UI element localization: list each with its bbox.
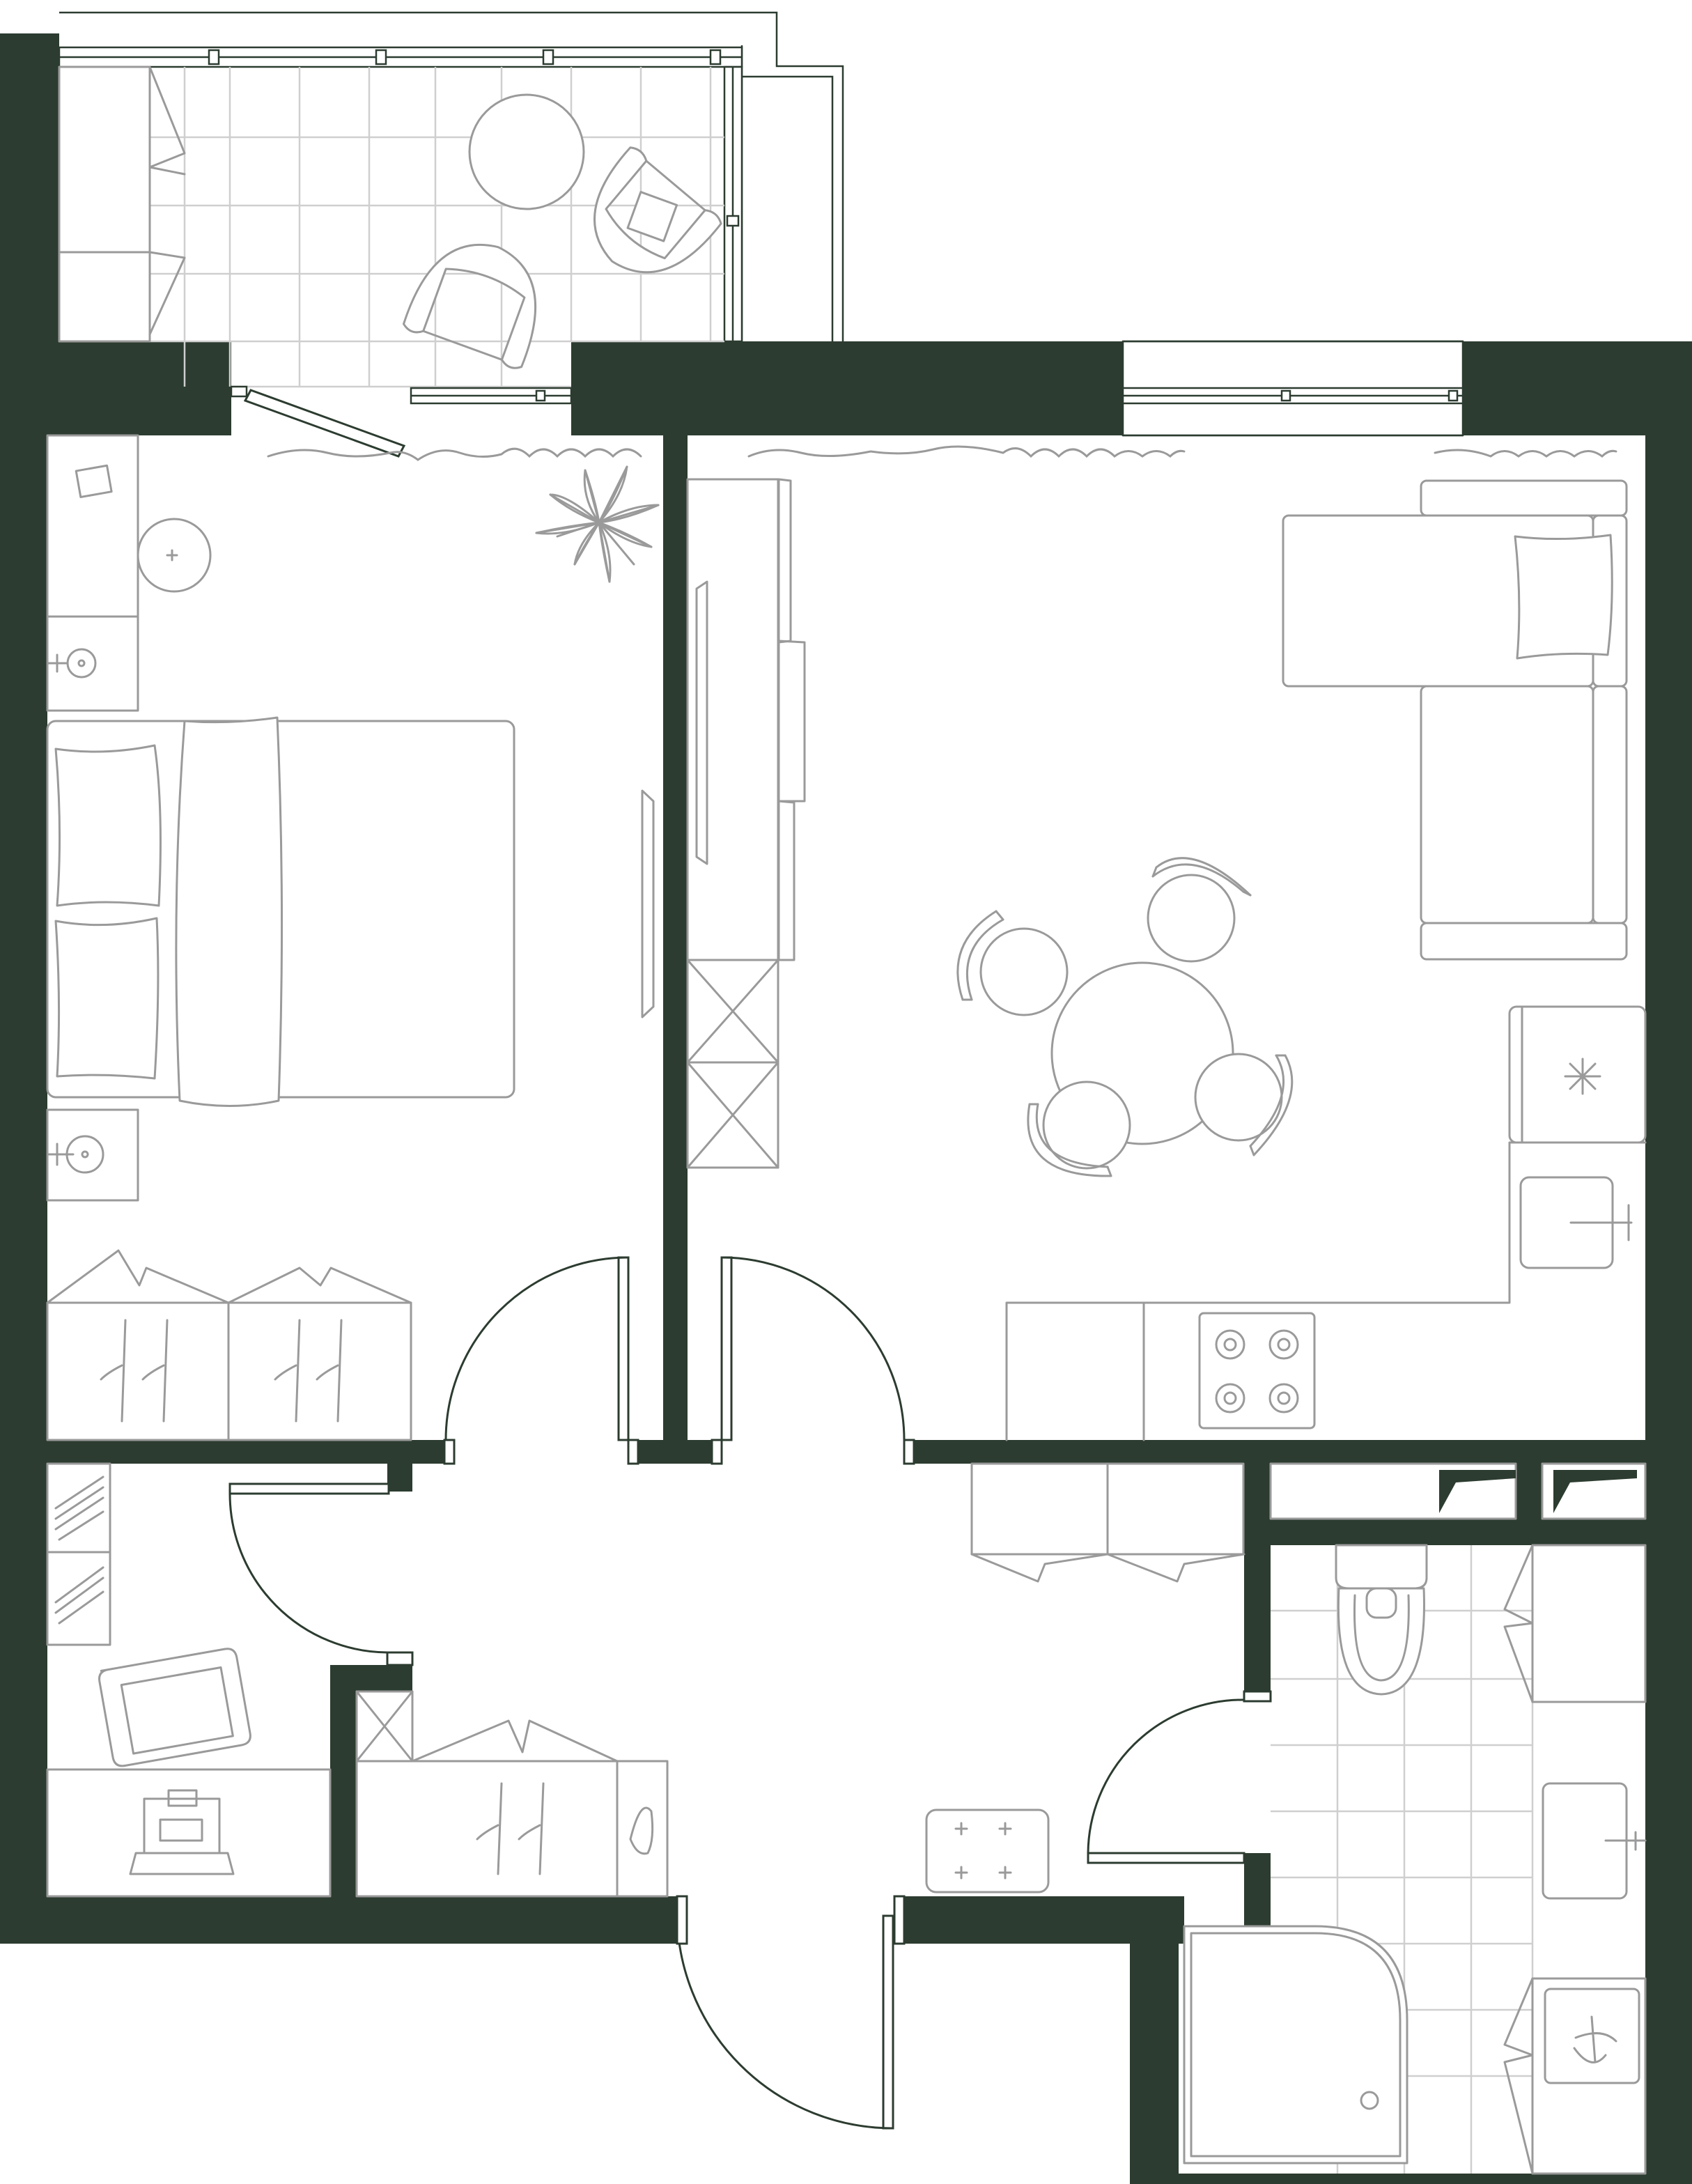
bedroom <box>46 434 660 1441</box>
dining-chair <box>956 910 1069 1016</box>
pillow <box>54 917 160 1080</box>
study-desk <box>46 1768 332 1898</box>
loggia-round-table <box>468 93 585 210</box>
laptop-icon <box>129 1789 235 1875</box>
kitchen-sink <box>1519 1176 1633 1269</box>
cooktop <box>1198 1312 1316 1430</box>
doors <box>228 1256 1272 2130</box>
living-curtain <box>747 445 1186 458</box>
walls <box>0 33 1692 2184</box>
shoe-rack <box>616 1760 669 1898</box>
living-curtain <box>1434 449 1617 458</box>
dining-chair <box>1194 1053 1294 1156</box>
study <box>46 1462 332 1898</box>
bathroom-vanity <box>1503 1544 1647 1703</box>
ottoman <box>925 1809 1050 1893</box>
living-wall-cabinets <box>686 478 806 1169</box>
technical-closets <box>1269 1462 1647 1520</box>
living-door <box>627 1256 915 1465</box>
dining-set <box>956 857 1294 1177</box>
pillow <box>1514 534 1613 660</box>
fridge <box>1508 1005 1647 1144</box>
window-bedroom <box>410 387 573 405</box>
pillow <box>54 744 162 907</box>
hallway-closet <box>970 1462 1245 1583</box>
shower-cabin <box>1183 1925 1408 2164</box>
bedroom-desk <box>46 434 139 618</box>
blanket <box>175 716 284 1107</box>
dining-chair <box>1027 1081 1131 1177</box>
bedroom-curtain <box>267 447 642 461</box>
study-armchair <box>98 1648 251 1767</box>
bathroom <box>1183 1544 1647 2175</box>
bedroom-wardrobe <box>46 1249 412 1441</box>
living-kitchen <box>686 445 1647 1441</box>
bathroom-door <box>1087 1690 1272 1864</box>
toilet <box>1335 1544 1428 1696</box>
corner-sofa <box>1282 479 1628 961</box>
balcony-door <box>230 385 406 458</box>
double-bed <box>46 716 515 1107</box>
bedroom-door <box>443 1256 630 1465</box>
study-door <box>228 1482 414 1666</box>
loggia-armchair <box>593 146 722 274</box>
loggia-cabinet <box>58 65 186 343</box>
washbasin <box>1542 1782 1647 1900</box>
bedroom-mirror <box>641 789 655 1019</box>
study-shelves <box>46 1462 111 1646</box>
loggia-armchair <box>402 243 537 369</box>
entrance-door <box>676 1895 906 2130</box>
bedroom-nightstand <box>46 615 139 712</box>
washing-machine <box>1503 1977 1647 2175</box>
dining-chair <box>1147 857 1252 963</box>
bedroom-nightstand <box>46 1108 139 1202</box>
hallway <box>355 1462 1647 1898</box>
loggia <box>58 11 844 388</box>
hallway-wardrobe <box>355 1690 619 1898</box>
kitchen-counter <box>1005 1141 1647 1441</box>
plant-icon <box>535 465 660 583</box>
window-living <box>1121 340 1464 437</box>
